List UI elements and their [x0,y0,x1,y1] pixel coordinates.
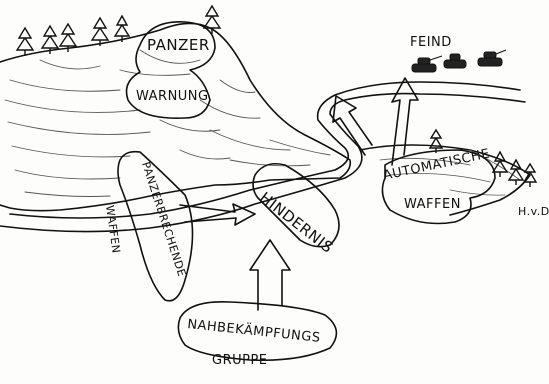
waffen-right-label: WAFFEN [404,198,461,211]
feind-label: FEIND [410,36,452,49]
signature-label: H.v.D. [518,206,549,217]
tank-icon [412,50,506,72]
warnung-label: WARNUNG [136,90,209,103]
gruppe-label: GRUPPE [212,354,268,367]
hill-hatching [5,50,330,197]
arrow-icon [250,240,290,310]
panzer-label: PANZER [147,38,210,53]
